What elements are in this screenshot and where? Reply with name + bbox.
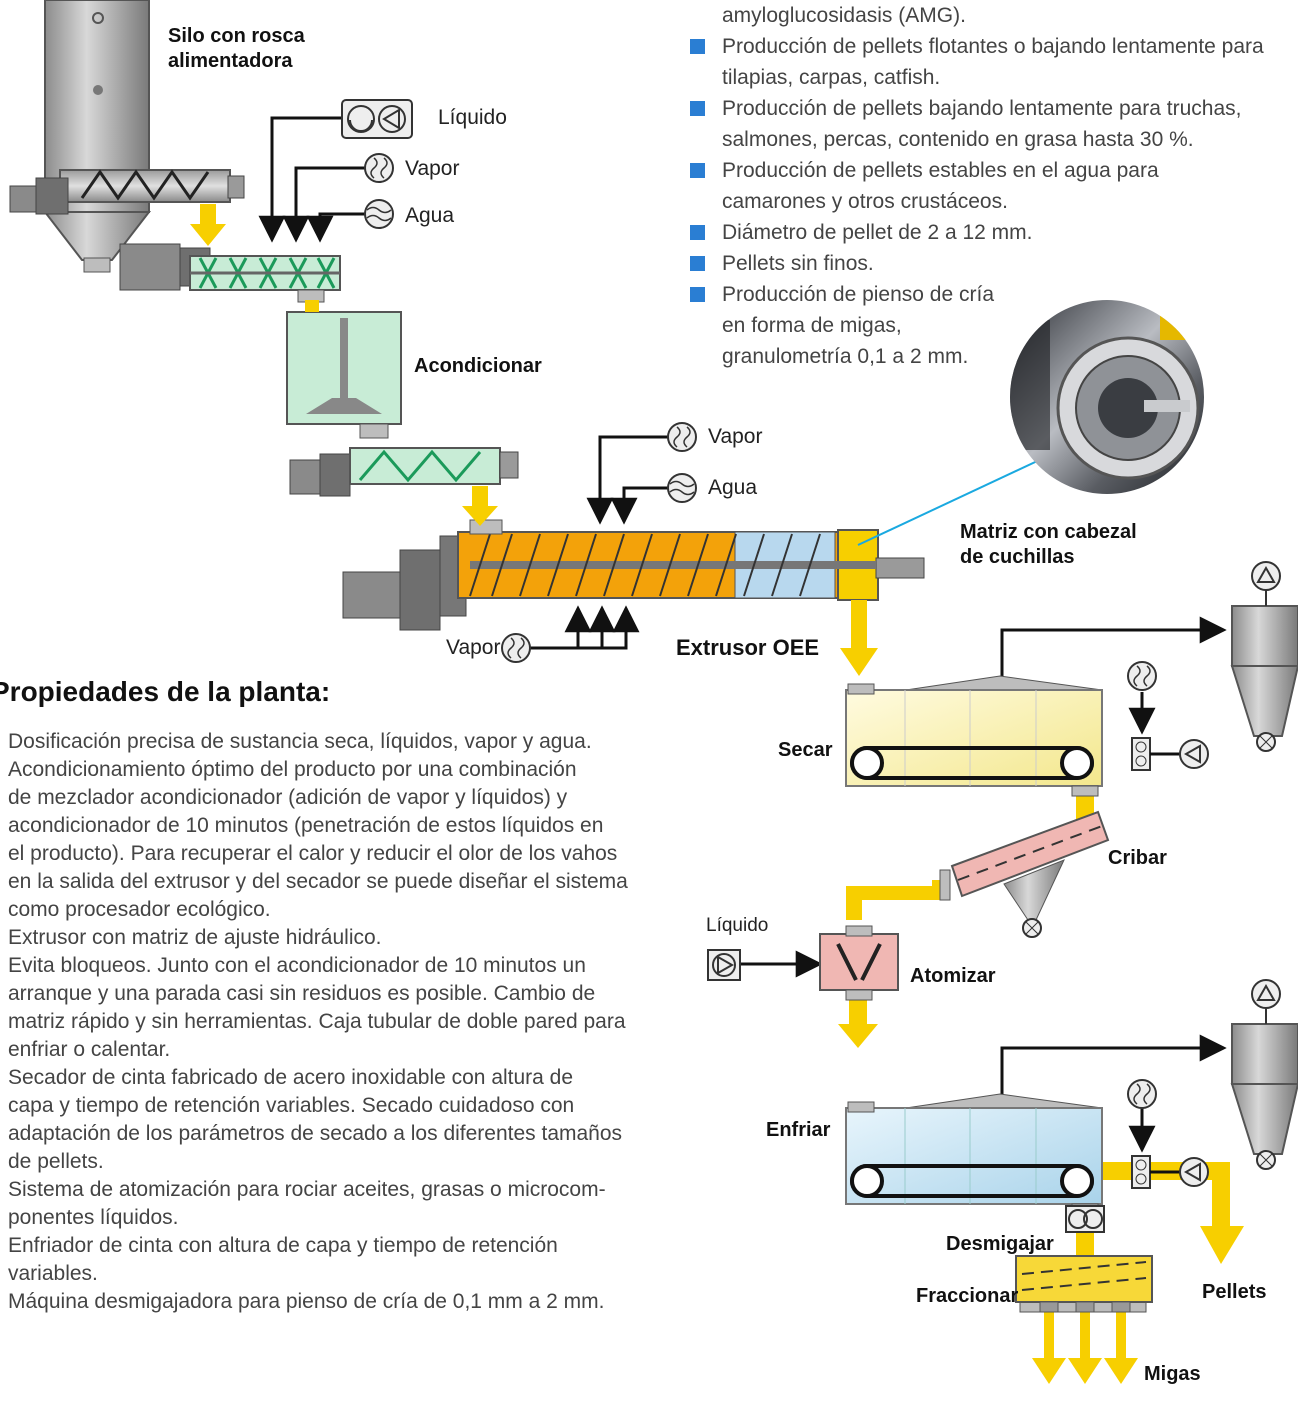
property-line: arranque y una parada casi sin residuos … bbox=[8, 982, 596, 1005]
list-item-text: Pellets sin finos. bbox=[722, 252, 874, 275]
list-item-text: Producción de pienso de cría bbox=[722, 283, 995, 306]
label-desmigajar: Desmigajar bbox=[946, 1233, 1054, 1255]
property-line: de mezclador acondicionador (adición de … bbox=[8, 786, 568, 809]
atomizer-pump-icon bbox=[707, 949, 741, 981]
list-item: Pellets sin finos. bbox=[690, 248, 1290, 279]
property-line: Máquina desmigajadora para pienso de crí… bbox=[8, 1290, 605, 1313]
property-line: Acondicionamiento óptimo del producto po… bbox=[8, 758, 577, 781]
list-item: Producción de pellets bajando lentamente… bbox=[690, 93, 1290, 155]
label-matriz: Matriz con cabezal de cuchillas bbox=[960, 521, 1137, 568]
property-line: enfriar o calentar. bbox=[8, 1038, 171, 1061]
steam-icon bbox=[364, 153, 394, 183]
label-liquido-atom: Líquido bbox=[706, 915, 769, 936]
list-item: amyloglucosidasis (AMG). bbox=[690, 0, 1290, 31]
list-item-text: Producción de pellets flotantes o bajand… bbox=[722, 35, 1264, 89]
list-item-text: amyloglucosidasis (AMG). bbox=[722, 4, 966, 27]
water-icon bbox=[364, 199, 394, 229]
label-acondicionar: Acondicionar bbox=[414, 355, 542, 377]
media-lines bbox=[258, 116, 1227, 1153]
cyclone-cooler bbox=[1230, 979, 1298, 1170]
property-line: en la salida del extrusor y del secador … bbox=[8, 870, 628, 893]
property-line: Evita bloqueos. Junto con el acondiciona… bbox=[8, 954, 586, 977]
label-fraccionar: Fraccionar bbox=[916, 1285, 1019, 1307]
property-line: Dosificación precisa de sustancia seca, … bbox=[8, 730, 592, 753]
dryer-fan-icon bbox=[1127, 661, 1209, 771]
property-line: variables. bbox=[8, 1262, 98, 1285]
cyclone-dryer bbox=[1230, 561, 1298, 752]
label-pellets: Pellets bbox=[1202, 1281, 1267, 1303]
property-line: de pellets. bbox=[8, 1150, 104, 1173]
list-item: granulometría 0,1 a 2 mm. bbox=[690, 341, 1290, 372]
property-line: Extrusor con matriz de ajuste hidráulico… bbox=[8, 926, 382, 949]
fractionator bbox=[1015, 1255, 1153, 1313]
bullet-square-icon bbox=[690, 163, 705, 178]
label-agua-extruder: Agua bbox=[708, 476, 758, 499]
list-item: Producción de pienso de cría bbox=[690, 279, 1290, 310]
property-line: adaptación de los parámetros de secado a… bbox=[8, 1122, 623, 1145]
liquid-pump-icon bbox=[341, 99, 413, 139]
silo-hopper bbox=[42, 0, 152, 273]
property-line: Sistema de atomización para rociar aceit… bbox=[8, 1178, 606, 1201]
label-secar: Secar bbox=[778, 739, 833, 761]
property-line: el producto). Para recuperar el calor y … bbox=[8, 842, 618, 865]
extruder bbox=[342, 519, 925, 631]
label-atomizar: Atomizar bbox=[910, 965, 996, 987]
top-features-list: amyloglucosidasis (AMG). Producción de p… bbox=[690, 0, 1290, 372]
cooler-fan-icon bbox=[1127, 1079, 1209, 1189]
callout-line bbox=[857, 455, 1049, 546]
bullet-square-icon bbox=[690, 101, 705, 116]
cooler bbox=[845, 1093, 1103, 1215]
bullet-square-icon bbox=[690, 225, 705, 240]
property-line: ponentes líquidos. bbox=[8, 1206, 179, 1229]
list-item: en forma de migas, bbox=[690, 310, 1290, 341]
bullet-square-icon bbox=[690, 256, 705, 271]
dryer bbox=[845, 675, 1103, 797]
list-item: Producción de pellets flotantes o bajand… bbox=[690, 31, 1290, 93]
atomizer bbox=[819, 925, 899, 1001]
water-icon-extruder bbox=[667, 473, 697, 503]
bullet-square-icon bbox=[690, 287, 705, 302]
conditioner-tank bbox=[286, 311, 402, 439]
crumbler bbox=[1065, 1205, 1105, 1233]
label-enfriar: Enfriar bbox=[766, 1119, 831, 1141]
steam-icon-bottom bbox=[501, 633, 531, 663]
list-item-text: Producción de pellets bajando lentamente… bbox=[722, 97, 1242, 151]
label-vapor-bottom: Vapor bbox=[446, 636, 501, 659]
transfer-screw bbox=[289, 447, 519, 497]
label-vapor-top: Vapor bbox=[405, 157, 460, 180]
properties-title: Propiedades de la planta: bbox=[0, 676, 331, 707]
list-item-text: Producción de pellets estables en el agu… bbox=[722, 159, 1159, 213]
list-item: Diámetro de pellet de 2 a 12 mm. bbox=[690, 217, 1290, 248]
bullet-square-icon bbox=[690, 39, 705, 54]
properties-list: Dosificación precisa de sustancia seca, … bbox=[8, 728, 668, 1316]
property-line: matriz rápido y sin herramientas. Caja t… bbox=[8, 1010, 626, 1033]
label-extrusor: Extrusor OEE bbox=[676, 635, 820, 660]
label-liquido-top: Líquido bbox=[438, 106, 507, 129]
list-item-text: en forma de migas, bbox=[722, 314, 902, 337]
label-silo: Silo con rosca alimentadora bbox=[168, 25, 305, 72]
list-item: Producción de pellets estables en el agu… bbox=[690, 155, 1290, 217]
property-line: Enfriador de cinta con altura de capa y … bbox=[8, 1234, 558, 1257]
property-line: capa y tiempo de retención variables. Se… bbox=[8, 1094, 575, 1117]
screen bbox=[939, 810, 1110, 938]
feeder-screw bbox=[9, 169, 245, 215]
property-line: como procesador ecológico. bbox=[8, 898, 271, 921]
label-migas: Migas bbox=[1144, 1363, 1201, 1385]
label-vapor-extruder: Vapor bbox=[708, 425, 763, 448]
list-item-text: granulometría 0,1 a 2 mm. bbox=[722, 345, 969, 368]
list-item-text: Diámetro de pellet de 2 a 12 mm. bbox=[722, 221, 1033, 244]
label-cribar: Cribar bbox=[1108, 847, 1167, 869]
property-line: Secador de cinta fabricado de acero inox… bbox=[8, 1066, 574, 1089]
steam-icon-extruder bbox=[667, 422, 697, 452]
conditioner-mixer bbox=[119, 243, 341, 303]
label-agua-top: Agua bbox=[405, 204, 455, 227]
property-line: acondicionador de 10 minutos (penetració… bbox=[8, 814, 604, 837]
